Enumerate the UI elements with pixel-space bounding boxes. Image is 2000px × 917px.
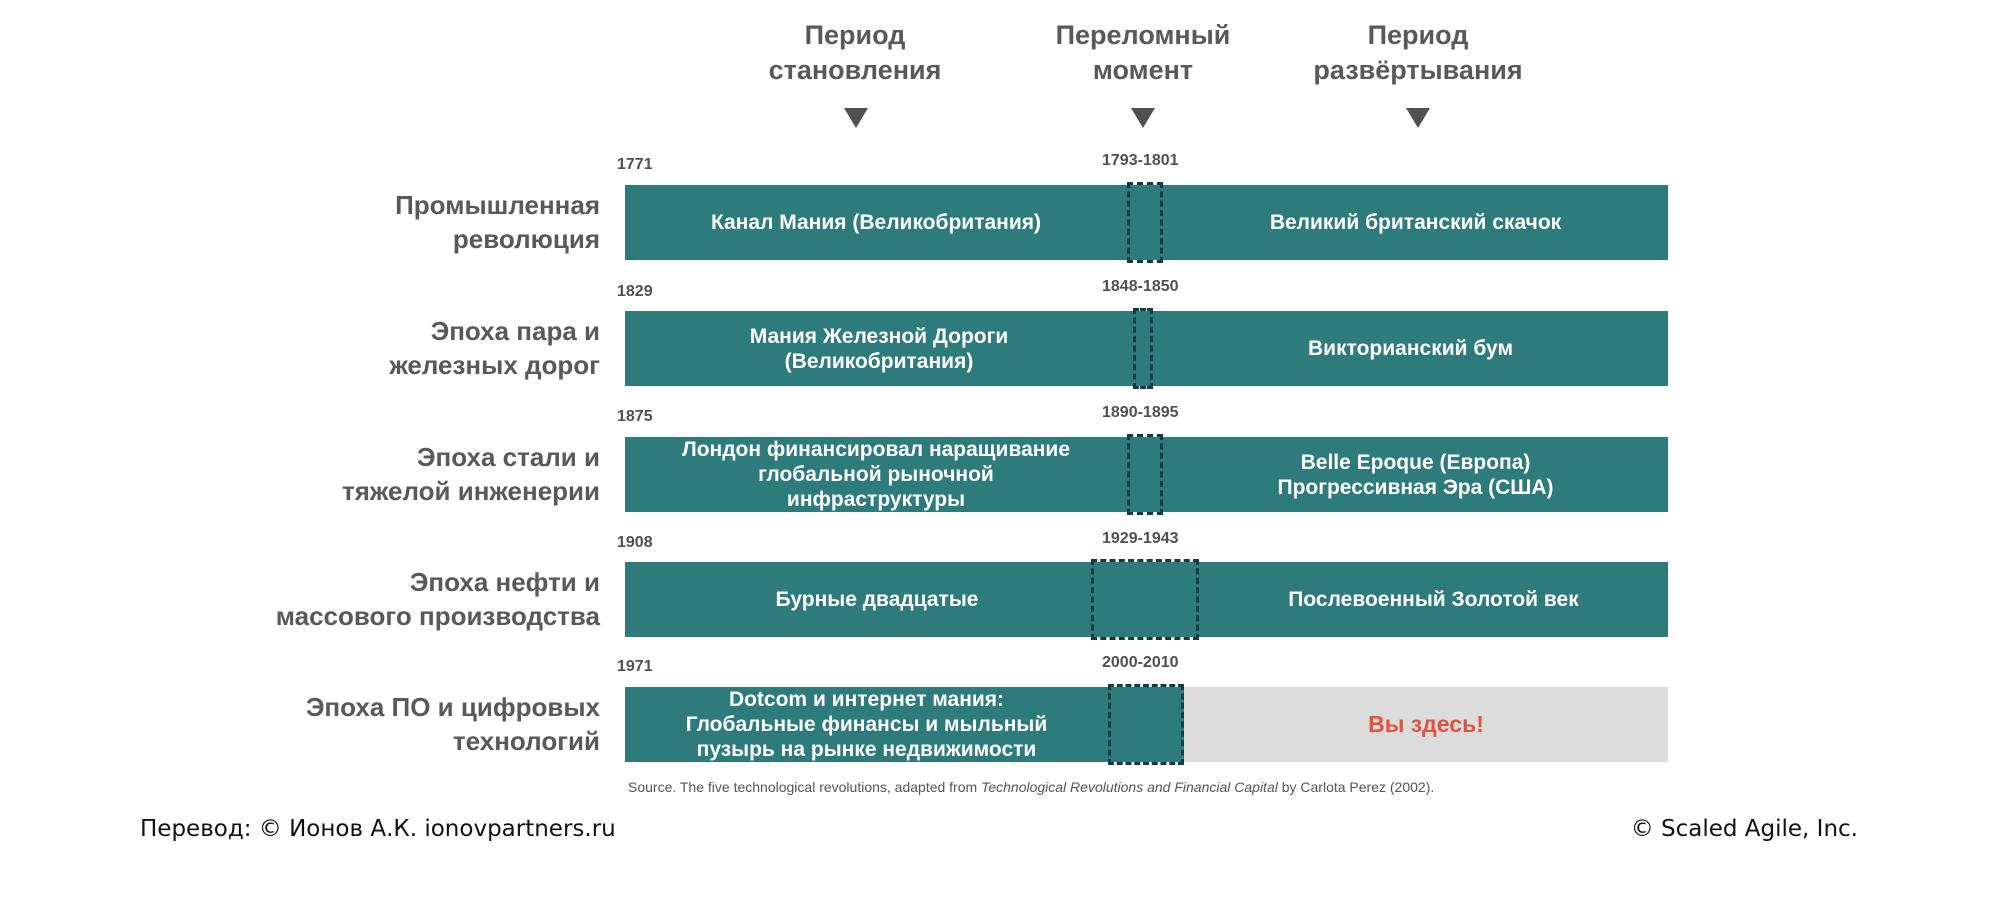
source-suffix: by Carlota Perez (2002). [1277, 779, 1435, 795]
start-year: 1829 [617, 283, 653, 300]
arrow-down-icon [1406, 108, 1430, 128]
row-label: Эпоха стали и тяжелой инженерии [342, 442, 600, 506]
arrow-down-icon [844, 108, 868, 128]
deployment-text: Belle Epoque (Европа) Прогрессивная Эра … [1277, 450, 1554, 499]
you-are-here-text: Вы здесь! [1368, 711, 1484, 737]
row-label: Эпоха ПО и цифровых технологий [305, 692, 600, 756]
deployment-text: Викторианский бум [1308, 337, 1513, 360]
turning-years: 1793-1801 [1102, 152, 1179, 169]
timeline-bar: Лондон финансировал наращивание глобальн… [625, 437, 1668, 512]
timeline-bar: Dotcom и интернет мания: Глобальные фина… [625, 687, 1668, 762]
installation-text: Канал Мания (Великобритания) [710, 211, 1042, 234]
header-deployment-period: Период развёртывания [1313, 20, 1523, 85]
header-turning-point: Переломный момент [1055, 20, 1231, 85]
installation-text: Бурные двадцатые [775, 588, 979, 611]
turning-point-box [1133, 308, 1153, 389]
start-year: 1771 [617, 156, 653, 173]
turning-point-box [1091, 559, 1199, 640]
deployment-text: Великий британский скачок [1269, 211, 1562, 234]
installation-text: Dotcom и интернет мания: Глобальные фина… [685, 688, 1048, 761]
turning-years: 2000-2010 [1102, 654, 1179, 671]
turning-years: 1929-1943 [1102, 530, 1179, 547]
header-installation-period: Период становления [768, 20, 942, 85]
start-year: 1908 [617, 534, 653, 551]
timeline-bar: Бурные двадцатые Послевоенный Золотой ве… [625, 562, 1668, 637]
copyright: © Scaled Agile, Inc. [1630, 816, 1858, 842]
deployment-text: Послевоенный Золотой век [1288, 588, 1579, 611]
source-prefix: Source. The five technological revolutio… [628, 779, 982, 795]
row-label: Промышленная революция [395, 190, 600, 254]
turning-years: 1890-1895 [1102, 404, 1179, 421]
source-note: Source. The five technological revolutio… [628, 779, 1434, 795]
arrow-down-icon [1131, 108, 1155, 128]
timeline-bar: Канал Мания (Великобритания) Великий бри… [625, 185, 1668, 260]
start-year: 1971 [617, 658, 653, 675]
elapsed-segment [625, 687, 1184, 762]
installation-text: Лондон финансировал наращивание глобальн… [681, 438, 1071, 511]
turning-point-box [1108, 684, 1184, 765]
turning-years: 1848-1850 [1102, 278, 1179, 295]
turning-point-box [1127, 182, 1163, 263]
translation-credit: Перевод: © Ионов А.К. ionovpartners.ru [140, 816, 616, 842]
row-label: Эпоха пара и железных дорог [389, 316, 600, 380]
turning-point-box [1127, 434, 1163, 515]
installation-text: Мания Железной Дороги (Великобритания) [749, 324, 1009, 373]
source-title: Technological Revolutions and Financial … [981, 779, 1278, 795]
timeline-bar: Мания Железной Дороги (Великобритания) В… [625, 311, 1668, 386]
start-year: 1875 [617, 408, 653, 425]
row-label: Эпоха нефти и массового производства [275, 567, 600, 631]
